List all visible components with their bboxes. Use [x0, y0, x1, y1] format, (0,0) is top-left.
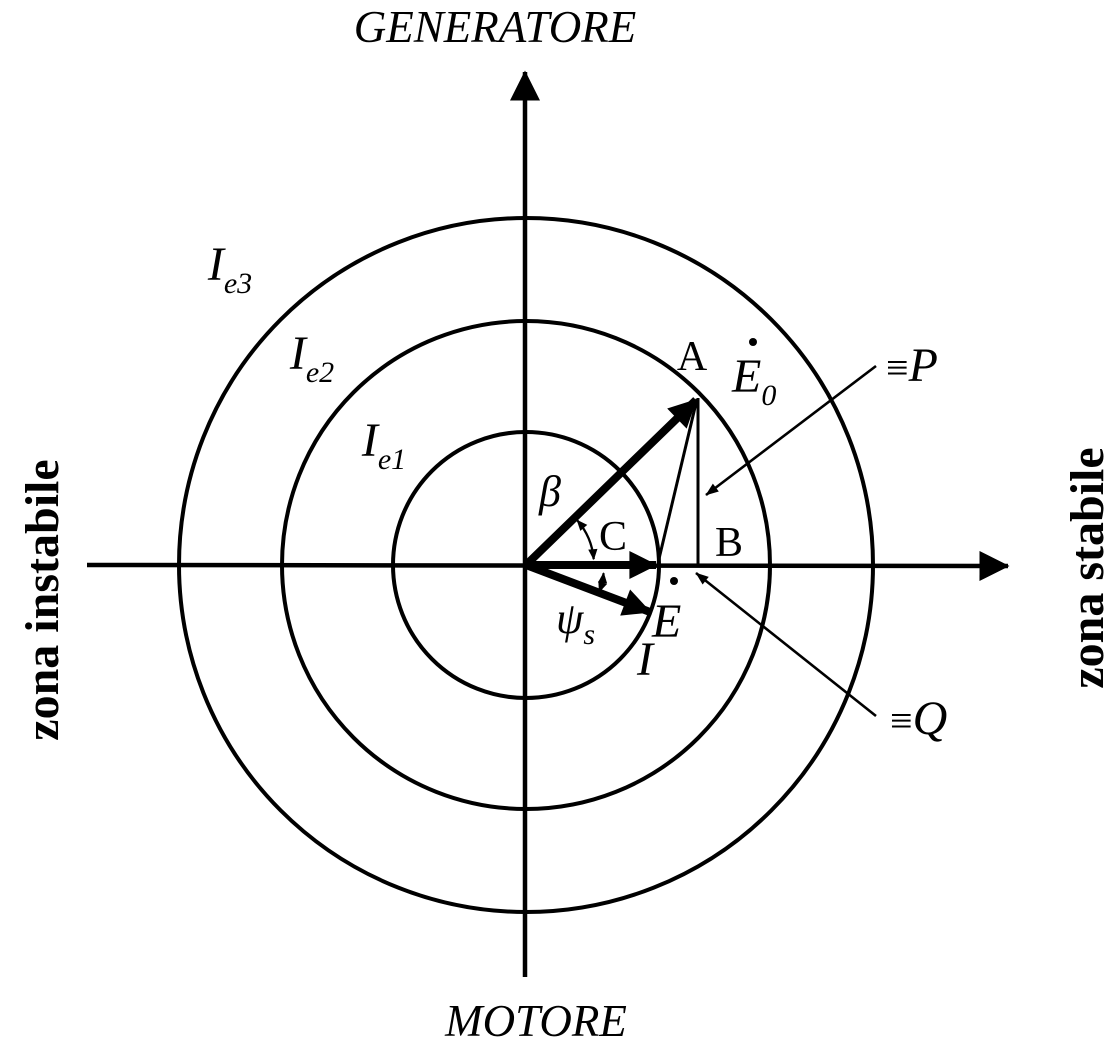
ie1-circle-label: Ie1: [361, 414, 406, 476]
phasor-i-label: I: [636, 633, 655, 686]
point-a-label: A: [677, 334, 708, 380]
phasor-e0-vector: [523, 397, 699, 568]
phasor-e0-dot-icon: [749, 338, 757, 346]
stable-zone-label: zona stabile: [1061, 447, 1112, 688]
beta-angle-arc: [576, 519, 598, 561]
phasor-e0-label: E0: [731, 350, 776, 412]
ie2-circle-label: Ie2: [289, 327, 334, 389]
unstable-zone-label: zona instabile: [16, 459, 69, 740]
psi-angle-label: ψs: [556, 594, 595, 651]
q-equivalence-label: ≡Q: [890, 692, 947, 745]
segment-a-c: [656, 398, 699, 564]
point-b-label: B: [715, 520, 743, 566]
p-equivalence-label: ≡P: [886, 339, 938, 392]
phasor-i-vector: [524, 561, 652, 616]
phasor-e-label: E: [651, 595, 681, 648]
motor-label: MOTORE: [444, 996, 627, 1046]
generator-label: GENERATORE: [354, 2, 636, 52]
point-c-label: C: [599, 514, 627, 560]
phasor-e-dot-icon: [670, 577, 678, 585]
ie3-circle-label: Ie3: [207, 238, 252, 300]
psi-angle-arc: [597, 572, 608, 593]
q-pointer-line: [695, 571, 877, 718]
beta-angle-label: β: [538, 467, 561, 516]
p-pointer-line: [705, 364, 877, 497]
